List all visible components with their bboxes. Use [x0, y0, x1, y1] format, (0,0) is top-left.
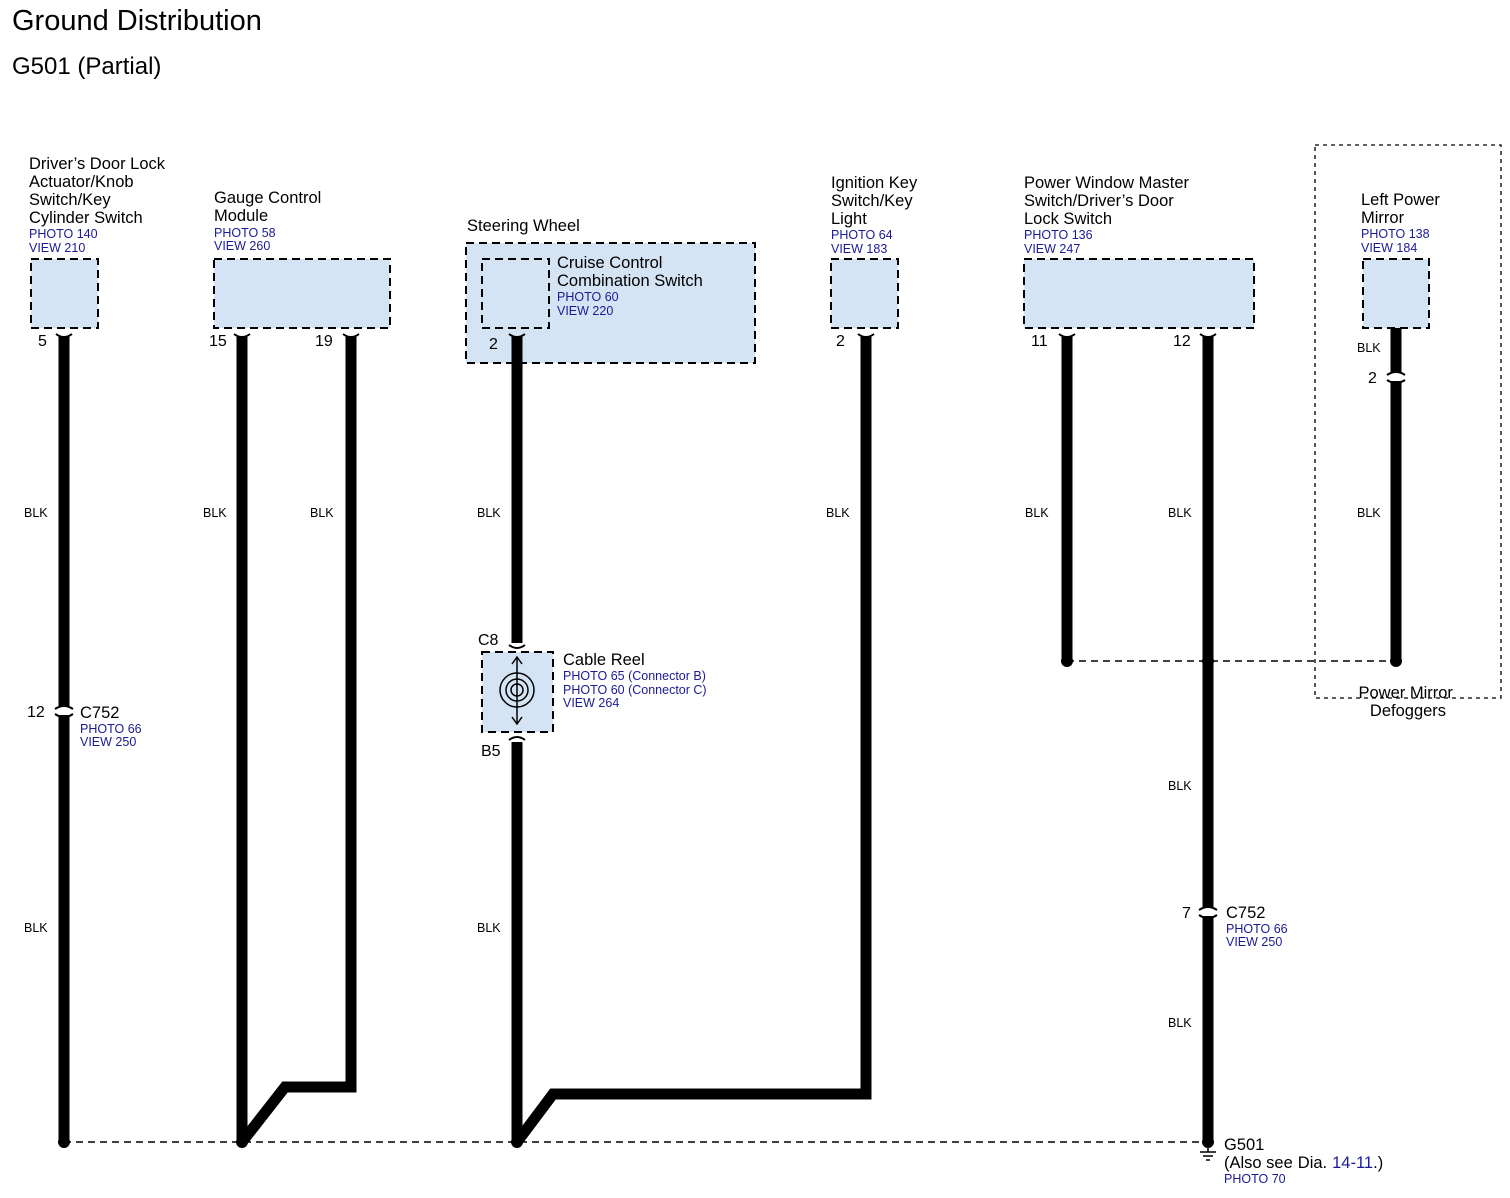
cable-reel-view: VIEW 264 [563, 696, 619, 710]
power-window-view: VIEW 247 [1024, 242, 1080, 256]
page-subtitle: G501 (Partial) [12, 53, 161, 80]
g501-photo: PHOTO 70 [1224, 1172, 1286, 1186]
power-window-pin-12: 12 [1173, 333, 1191, 350]
wire-label: BLK [477, 506, 501, 520]
left-mirror-name: Left Power Mirror [1361, 191, 1444, 227]
wire-label: BLK [1168, 1016, 1192, 1030]
wire-label: BLK [1357, 506, 1381, 520]
wire-label: BLK [24, 506, 48, 520]
left-mirror-box [1362, 258, 1430, 329]
cruise-switch-photo: PHOTO 60 [557, 290, 619, 304]
ignition-switch-box [830, 258, 899, 329]
c752-left-pin: 12 [27, 704, 45, 721]
left-mirror-connector-pin: 2 [1368, 370, 1377, 387]
left-mirror-connector-wire: BLK [1357, 341, 1381, 355]
ignition-switch-name: Ignition Key Switch/Key Light [831, 174, 922, 228]
power-window-name: Power Window Master Switch/Driver’s Door… [1024, 174, 1194, 228]
c752-right-photo: PHOTO 66 [1226, 922, 1288, 936]
cruise-switch-box [481, 258, 550, 329]
door-lock-photo: PHOTO 140 [29, 227, 98, 241]
c752-right-break [1198, 906, 1218, 919]
power-window-box [1023, 258, 1255, 329]
c752-left-photo: PHOTO 66 [80, 722, 142, 736]
page-title: Ground Distribution [12, 5, 262, 37]
cable-reel-c8: C8 [478, 632, 499, 649]
pin-terminals [55, 333, 1217, 338]
wire-label: BLK [24, 921, 48, 935]
g501-name: G501 [1224, 1136, 1264, 1154]
gauge-module-view: VIEW 260 [214, 239, 270, 253]
door-lock-pin: 5 [38, 333, 47, 350]
ground-icon [1200, 1142, 1216, 1161]
c752-left-view: VIEW 250 [80, 735, 136, 749]
cable-reel-coil-icon [499, 655, 535, 726]
steering-wheel-label: Steering Wheel [467, 217, 580, 235]
ignition-switch-photo: PHOTO 64 [831, 228, 893, 242]
c752-right-view: VIEW 250 [1226, 935, 1282, 949]
wire-label: BLK [203, 506, 227, 520]
power-window-pin-11: 11 [1031, 333, 1048, 350]
door-lock-box [30, 258, 99, 329]
gauge-module-name: Gauge Control Module [214, 189, 326, 225]
left-mirror-photo: PHOTO 138 [1361, 227, 1430, 241]
cruise-switch-name: Cruise Control Combination Switch [557, 254, 703, 290]
cable-reel-ref-b: PHOTO 65 (Connector B) [563, 669, 706, 683]
wire-label: BLK [1168, 506, 1192, 520]
wire-label: BLK [477, 921, 501, 935]
mirror-defoggers-enclosure [1314, 144, 1502, 699]
power-window-photo: PHOTO 136 [1024, 228, 1093, 242]
door-lock-name: Driver’s Door Lock Actuator/Knob Switch/… [29, 155, 170, 227]
c752-left-name: C752 [80, 704, 119, 722]
gauge-module-box [213, 258, 391, 329]
mirror-defoggers-label: Power Mirror Defoggers [1358, 684, 1457, 720]
door-lock-view: VIEW 210 [29, 241, 85, 255]
cable-reel-ref-c: PHOTO 60 (Connector C) [563, 683, 707, 697]
ignition-switch-view: VIEW 183 [831, 242, 887, 256]
c752-left-break [54, 705, 74, 718]
cruise-switch-view: VIEW 220 [557, 304, 613, 318]
cruise-pin: 2 [489, 336, 498, 353]
wire-color-labels: BLK BLK BLK BLK BLK BLK BLK BLK BLK BLK … [24, 506, 1381, 1030]
wire-label: BLK [1168, 779, 1192, 793]
c752-right-pin: 7 [1182, 905, 1191, 922]
gauge-module-photo: PHOTO 58 [214, 226, 276, 240]
ignition-pin: 2 [836, 333, 845, 350]
cable-reel-b5: B5 [481, 743, 501, 760]
c752-right-name: C752 [1226, 904, 1265, 922]
gauge-pin-15: 15 [209, 333, 227, 350]
cable-reel-terminals [508, 644, 526, 741]
wire-label: BLK [310, 506, 334, 520]
gauge-pin-19: 19 [315, 333, 333, 350]
cable-reel-name: Cable Reel [563, 651, 645, 669]
wire-label: BLK [826, 506, 850, 520]
wire-gauge-19 [237, 336, 357, 1146]
splice-dots [58, 655, 1402, 1148]
left-mirror-view: VIEW 184 [1361, 241, 1417, 255]
mirror-connector-break [1386, 371, 1406, 384]
wire-label: BLK [1025, 506, 1049, 520]
wire-ignition [512, 336, 872, 1146]
